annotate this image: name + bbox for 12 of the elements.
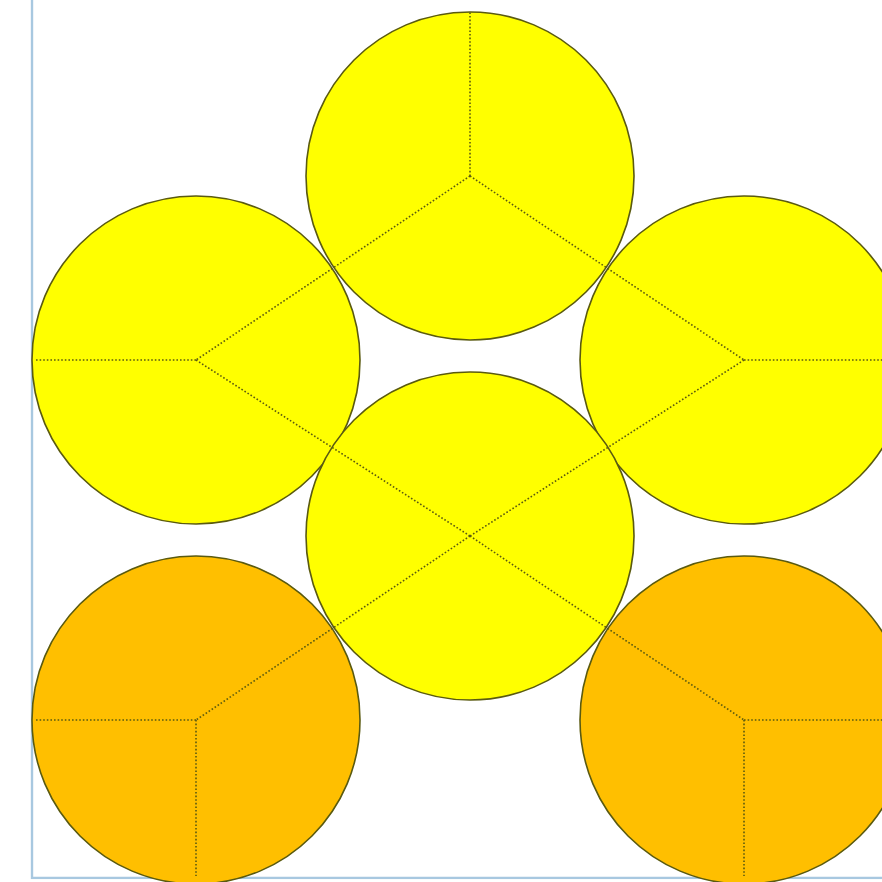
connector-line bbox=[195, 359, 471, 537]
circle bbox=[579, 555, 882, 882]
circle bbox=[31, 555, 361, 882]
connector-line bbox=[469, 175, 745, 361]
connector-line bbox=[195, 175, 471, 361]
circle bbox=[305, 371, 635, 701]
circle bbox=[305, 11, 635, 341]
connector-line bbox=[469, 535, 745, 721]
circle bbox=[579, 195, 882, 525]
connector-line bbox=[469, 359, 745, 537]
circle bbox=[31, 195, 361, 525]
connector-line bbox=[195, 535, 471, 721]
